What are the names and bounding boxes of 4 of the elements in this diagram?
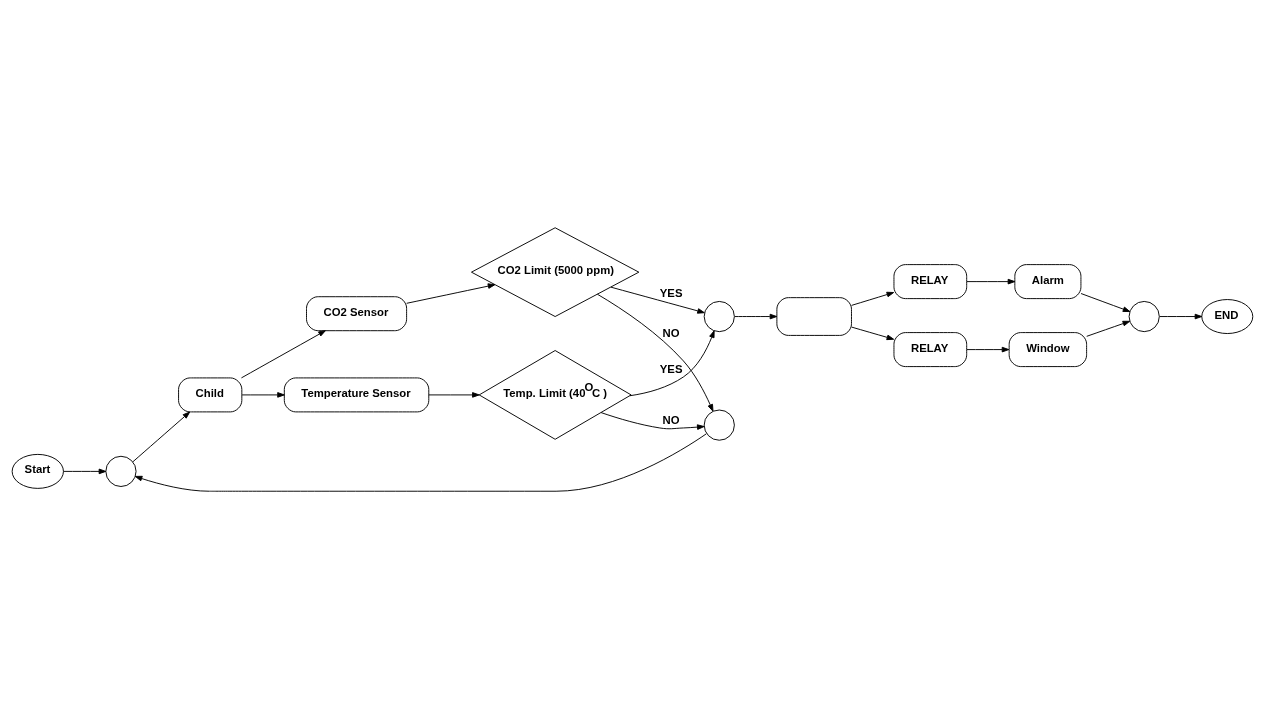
edge-label: YES [659, 362, 683, 375]
edge-label: NO [662, 326, 680, 339]
edge-label: NO [662, 413, 680, 426]
edge-label: YES [659, 287, 683, 300]
